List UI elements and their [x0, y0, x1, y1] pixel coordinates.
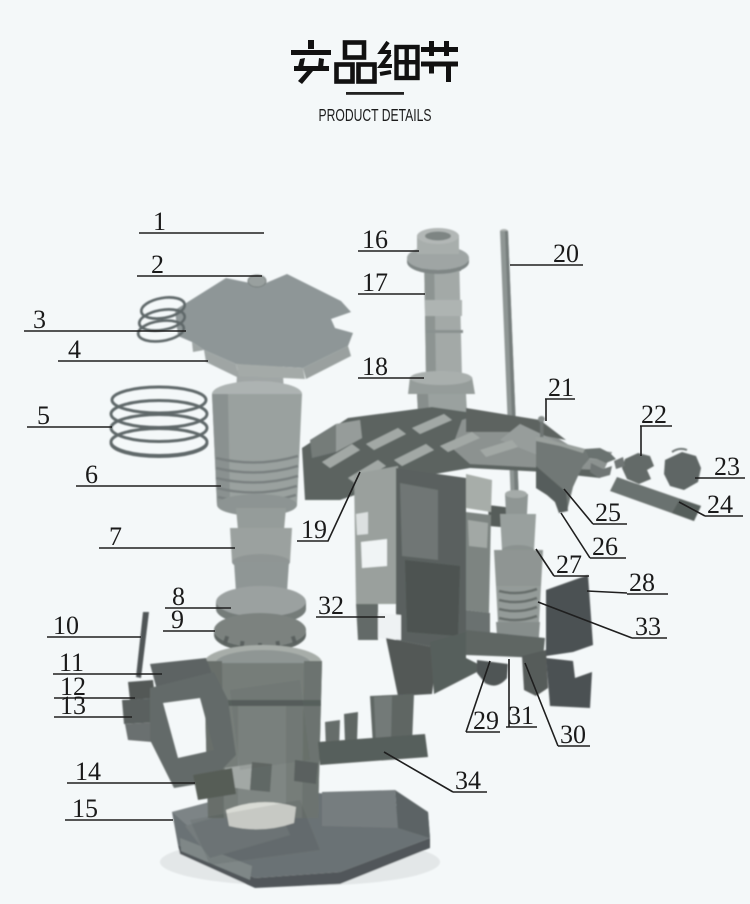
- svg-text:2: 2: [151, 250, 164, 279]
- svg-text:20: 20: [553, 239, 579, 268]
- svg-text:31: 31: [508, 701, 534, 730]
- svg-text:15: 15: [72, 794, 98, 823]
- svg-text:22: 22: [641, 400, 667, 429]
- svg-text:10: 10: [53, 611, 79, 640]
- svg-text:11: 11: [59, 648, 84, 677]
- svg-text:30: 30: [560, 720, 586, 749]
- svg-text:24: 24: [707, 490, 733, 519]
- svg-text:1: 1: [153, 207, 166, 236]
- svg-text:4: 4: [68, 335, 81, 364]
- svg-text:7: 7: [109, 522, 122, 551]
- svg-text:13: 13: [60, 691, 86, 720]
- svg-text:PRODUCT DETAILS: PRODUCT DETAILS: [319, 105, 432, 125]
- svg-text:8: 8: [172, 582, 185, 611]
- svg-text:26: 26: [592, 532, 618, 561]
- svg-text:34: 34: [455, 766, 481, 795]
- svg-text:5: 5: [37, 401, 50, 430]
- svg-text:6: 6: [85, 460, 98, 489]
- svg-text:25: 25: [595, 498, 621, 527]
- svg-text:3: 3: [33, 305, 46, 334]
- svg-text:21: 21: [548, 373, 574, 402]
- svg-text:16: 16: [362, 225, 388, 254]
- svg-text:33: 33: [635, 612, 661, 641]
- svg-text:12: 12: [60, 672, 86, 701]
- svg-text:18: 18: [362, 352, 388, 381]
- svg-text:17: 17: [362, 268, 388, 297]
- svg-text:32: 32: [318, 591, 344, 620]
- svg-text:23: 23: [714, 452, 740, 481]
- svg-text:14: 14: [75, 757, 101, 786]
- svg-text:28: 28: [629, 568, 655, 597]
- svg-text:27: 27: [556, 550, 582, 579]
- svg-text:9: 9: [171, 605, 184, 634]
- svg-text:29: 29: [473, 706, 499, 735]
- svg-text:19: 19: [301, 515, 327, 544]
